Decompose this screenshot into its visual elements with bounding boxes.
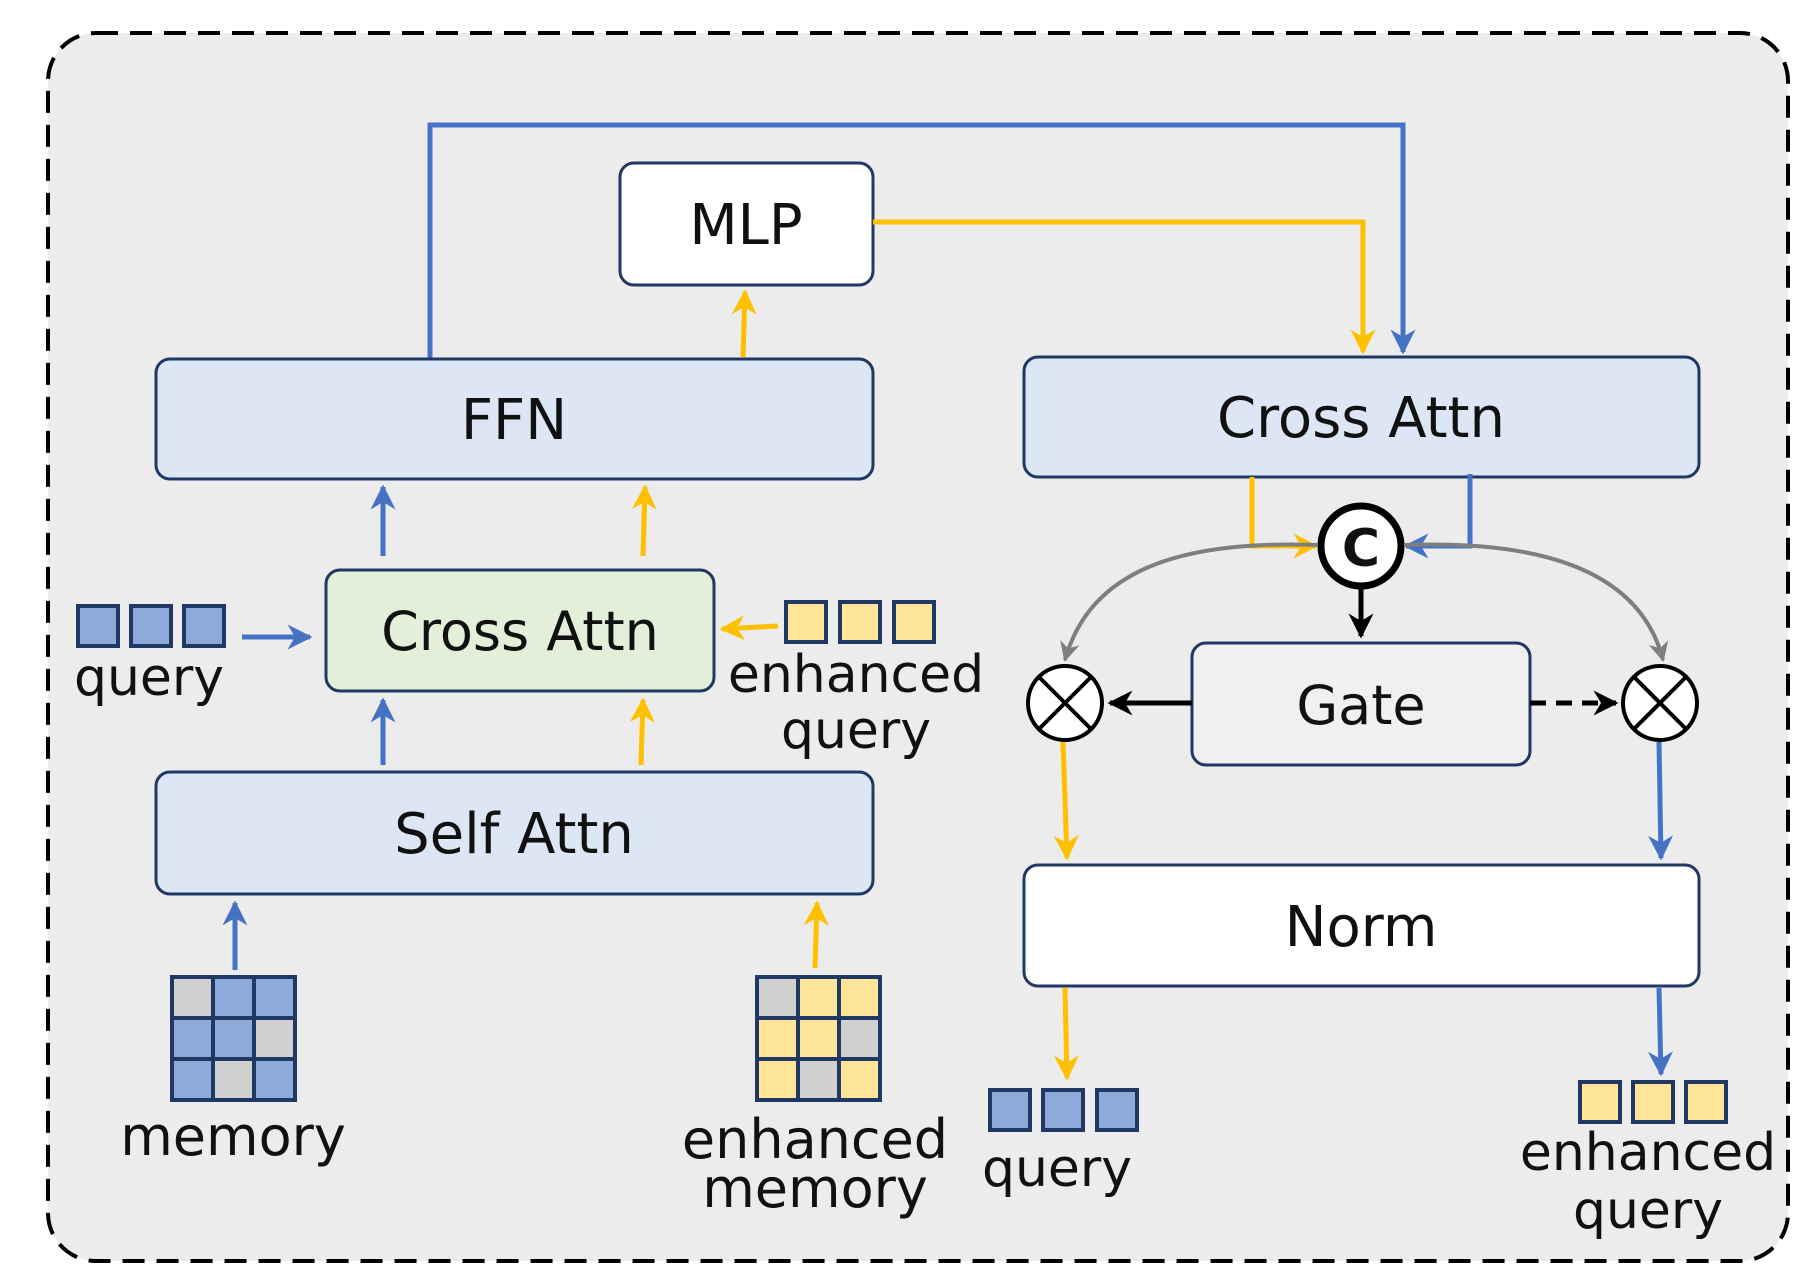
gate-block: Gate bbox=[1190, 641, 1532, 767]
memory-token-cell bbox=[170, 1057, 215, 1102]
query-output-label: query bbox=[982, 1139, 1132, 1199]
enhanced-query-output-label-line2: query bbox=[1573, 1181, 1723, 1241]
ffn-block: FFN bbox=[154, 357, 875, 481]
memory-token-grid bbox=[170, 975, 297, 1102]
left-multiply-node bbox=[1026, 664, 1104, 742]
norm-to-enhanced-query-output-arrow bbox=[1647, 987, 1673, 1077]
memory-token-cell bbox=[211, 975, 256, 1020]
enhanced-memory-token-cell bbox=[755, 975, 800, 1020]
memory-token-cell bbox=[170, 1016, 215, 1061]
enhanced-memory-token-cell bbox=[755, 1057, 800, 1102]
self-attn-block: Self Attn bbox=[154, 770, 875, 896]
enhanced-memory-token-cell bbox=[837, 1057, 882, 1102]
enhanced-query-to-cross-attn-arrow bbox=[719, 615, 779, 641]
query-input-label: query bbox=[74, 648, 224, 708]
self-attn-label: Self Attn bbox=[394, 802, 634, 867]
query-output-tokens bbox=[988, 1088, 1139, 1132]
memory-token-cell bbox=[211, 1016, 256, 1061]
enhanced-memory-token-grid bbox=[755, 975, 882, 1102]
cross-attn-to-ffn-yellow-arrow bbox=[631, 484, 657, 557]
enhanced-memory-label-line1: enhanced bbox=[682, 1108, 948, 1171]
cross-attn-left-block: Cross Attn bbox=[324, 568, 716, 693]
memory-token-cell bbox=[252, 975, 297, 1020]
enhanced-query-output-tokens bbox=[1578, 1080, 1728, 1124]
enhanced-memory-label-line2: memory bbox=[702, 1157, 928, 1220]
norm-block: Norm bbox=[1022, 863, 1701, 988]
enhanced-query-output-label-line1: enhanced bbox=[1520, 1123, 1776, 1183]
enhanced-memory-to-self-attn-arrow bbox=[803, 900, 829, 969]
right-multiply-node bbox=[1621, 664, 1699, 742]
ffn-to-mlp-arrow bbox=[731, 289, 757, 358]
enhanced-memory-token-cell bbox=[796, 1057, 841, 1102]
concat-to-right-multiply-curve bbox=[1403, 542, 1669, 662]
self-attn-to-cross-attn-yellow-arrow bbox=[629, 697, 655, 766]
cross-attn-right-block: Cross Attn bbox=[1022, 355, 1701, 479]
enhanced-memory-token-cell bbox=[837, 1016, 882, 1061]
concat-symbol: C bbox=[1342, 519, 1380, 579]
concat-node: C bbox=[1317, 502, 1405, 590]
mlp-block: MLP bbox=[618, 161, 875, 287]
enhanced-memory-token-cell bbox=[796, 975, 841, 1020]
memory-token-cell bbox=[170, 975, 215, 1020]
enhanced-memory-token-cell bbox=[755, 1016, 800, 1061]
cross-attn-left-label: Cross Attn bbox=[381, 600, 659, 663]
mlp-label: MLP bbox=[689, 193, 802, 258]
mlp-to-cross-attn-yellow-line bbox=[873, 219, 1376, 355]
norm-to-query-output-arrow bbox=[1054, 987, 1079, 1081]
ffn-to-cross-attn-blue-line bbox=[427, 122, 1416, 360]
enhanced-query-input-label-line2: query bbox=[781, 701, 931, 761]
concat-to-left-multiply-curve bbox=[1060, 542, 1319, 662]
memory-token-cell bbox=[252, 1057, 297, 1102]
memory-token-cell bbox=[252, 1016, 297, 1061]
enhanced-query-input-tokens bbox=[784, 600, 936, 644]
enhanced-query-input-label-line1: enhanced bbox=[728, 645, 984, 705]
gate-label: Gate bbox=[1296, 674, 1425, 737]
left-multiply-to-norm-arrow bbox=[1053, 741, 1079, 861]
norm-label: Norm bbox=[1285, 895, 1438, 960]
enhanced-memory-token-cell bbox=[837, 975, 882, 1020]
memory-token-cell bbox=[211, 1057, 256, 1102]
query-input-tokens bbox=[76, 604, 226, 648]
cross-attn-right-label: Cross Attn bbox=[1217, 386, 1505, 451]
ffn-label: FFN bbox=[461, 388, 567, 453]
enhanced-memory-token-cell bbox=[796, 1016, 841, 1061]
right-multiply-to-norm-arrow bbox=[1648, 741, 1674, 861]
memory-label: memory bbox=[120, 1105, 346, 1168]
